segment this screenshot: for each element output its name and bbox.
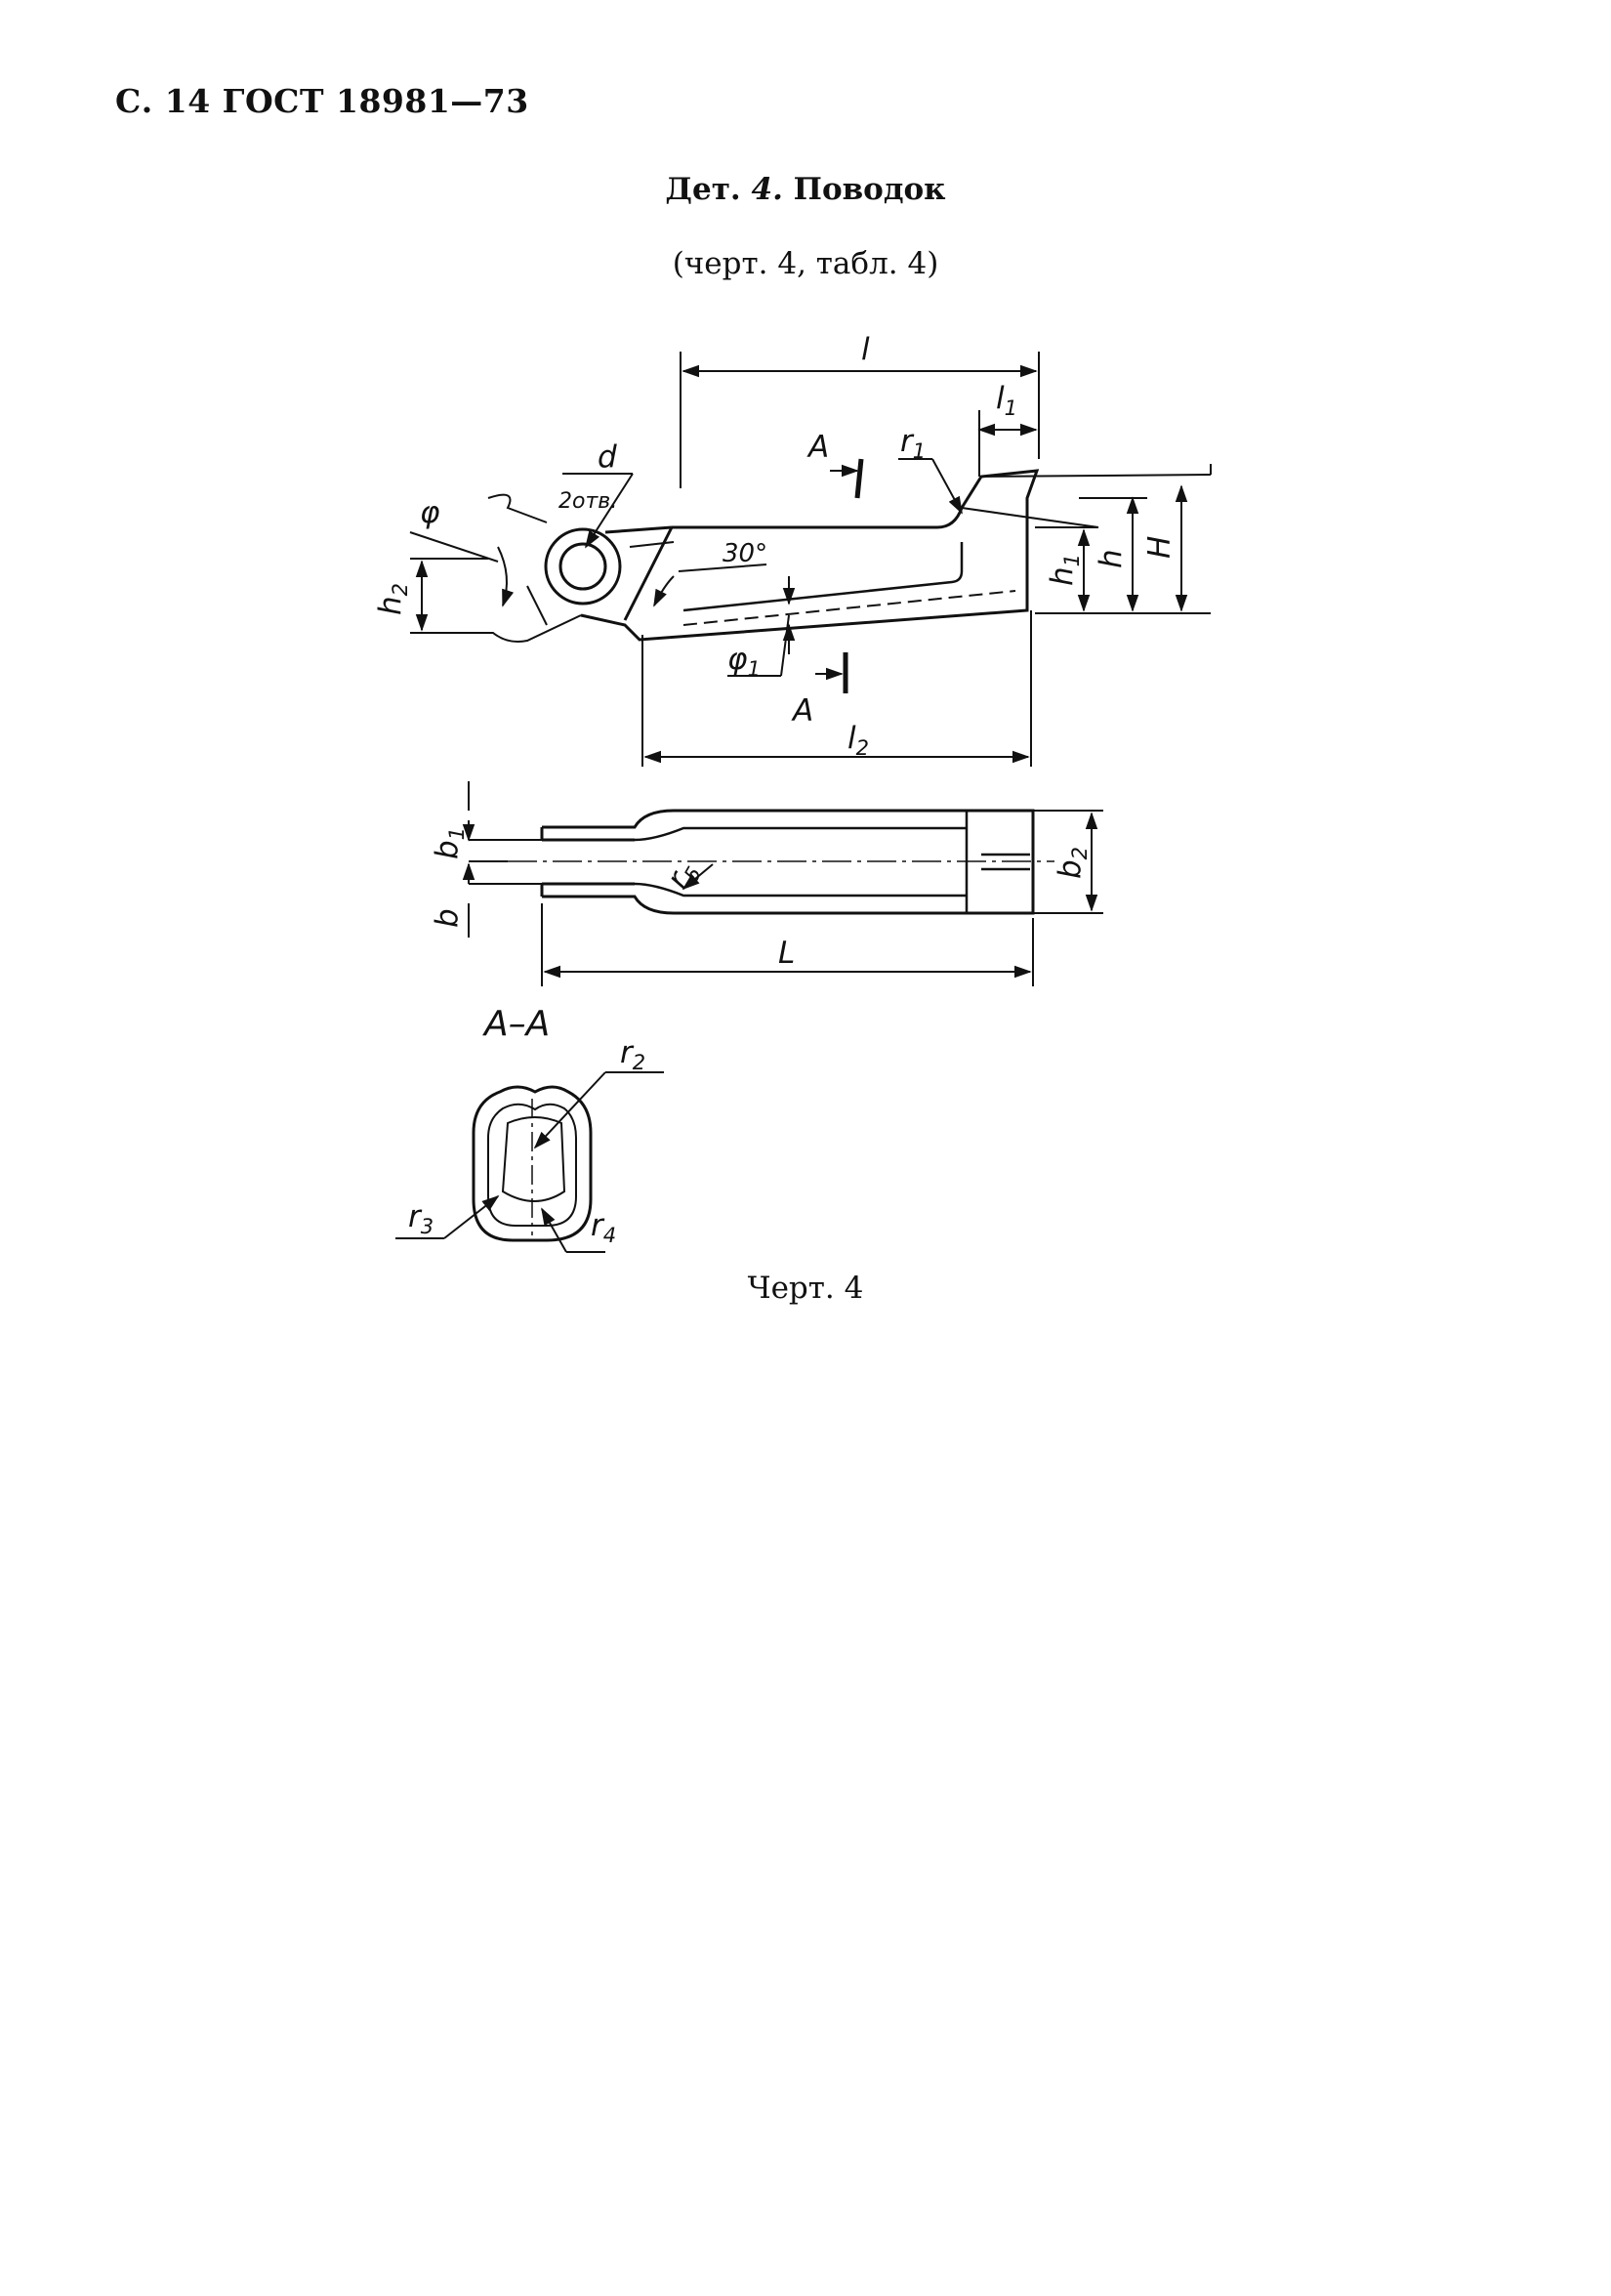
dim-H-label: H — [1142, 536, 1177, 559]
top-view-labels: b1 b b2 r5 L — [430, 827, 1092, 971]
dim-d-label: d — [598, 439, 617, 475]
dim-h1-label: h1 — [1045, 554, 1084, 586]
section-a-a — [472, 1085, 593, 1242]
detail-title: Дет. 4. Поводок — [0, 172, 1611, 207]
dim-h-label: h — [1094, 549, 1129, 568]
section-a-a-dimensions — [395, 1071, 664, 1253]
dim-L-label: L — [778, 936, 795, 971]
dim-l1-label: l1 — [996, 381, 1017, 420]
radius-r4-label: r4 — [591, 1208, 616, 1247]
angle-phi-label: φ — [420, 495, 440, 530]
detail-title-name: Поводок — [793, 172, 946, 207]
page-header: С. 14 ГОСТ 18981—73 — [115, 82, 529, 120]
dim-b-label: b — [430, 908, 465, 928]
dim-b2-label: b2 — [1053, 847, 1092, 879]
section-mark-top: A — [806, 430, 829, 465]
front-view-dimensions — [409, 352, 1212, 767]
detail-subtitle: (черт. 4, табл. 4) — [672, 246, 939, 281]
top-view — [508, 809, 1054, 915]
drawing-caption: Черт. 4 — [747, 1271, 864, 1306]
dim-h2-label: h2 — [373, 583, 412, 615]
radius-r1-label: r1 — [900, 424, 926, 463]
angle-30-label: 30° — [723, 539, 767, 568]
front-view-labels: l l1 l2 d 2отв. φ 30° φ1 A A r1 h H h1 h… — [373, 332, 1177, 760]
section-a-a-labels: A–A r2 r3 r4 — [408, 1004, 645, 1247]
top-view-dimensions — [462, 781, 1103, 986]
radius-r3-label: r3 — [408, 1199, 434, 1238]
dim-l-label: l — [861, 332, 870, 367]
hole-spec-label: 2отв. — [558, 489, 617, 514]
detail-title-number: 4. — [751, 172, 783, 207]
dim-b1-label: b1 — [430, 827, 469, 859]
section-title: A–A — [482, 1004, 550, 1044]
section-mark-bottom: A — [791, 693, 813, 729]
dim-l2-label: l2 — [847, 721, 869, 760]
angle-phi1-label: φ1 — [727, 642, 761, 681]
detail-title-prefix: Дет. — [665, 172, 741, 207]
radius-r2-label: r2 — [620, 1035, 645, 1074]
